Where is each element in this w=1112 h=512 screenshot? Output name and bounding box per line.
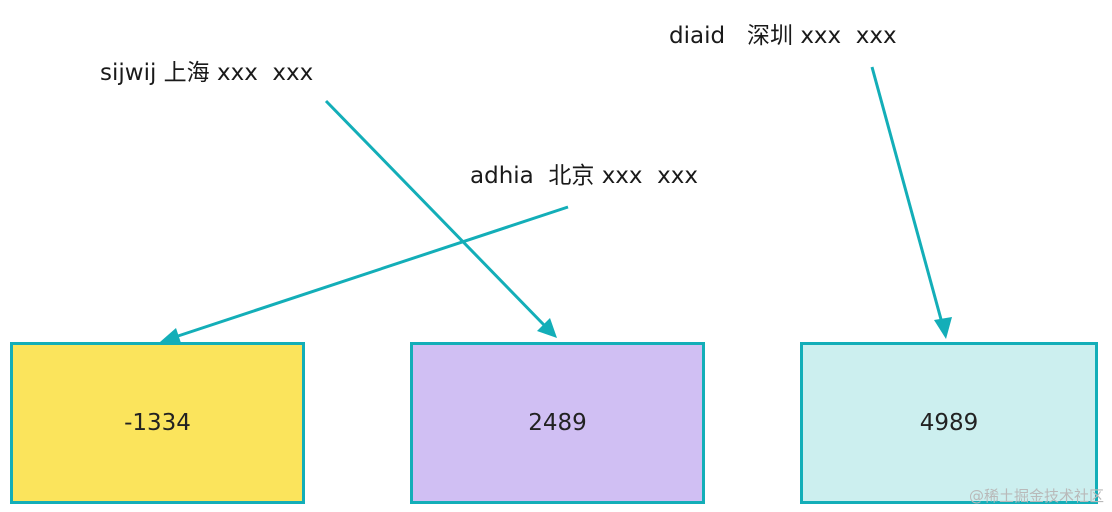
box-cyan-value: 4989 xyxy=(919,410,979,436)
label-adhia-beijing: adhia 北京 xxx xxx xyxy=(470,163,698,189)
box-purple-value: 2489 xyxy=(528,410,587,436)
arrow-adhia-to-yellow xyxy=(160,205,569,343)
arrow-diaid-to-cyan xyxy=(870,66,952,339)
label-sijwij-shanghai: sijwij 上海 xxx xxx xyxy=(100,60,314,86)
box-yellow: -1334 xyxy=(10,342,305,504)
box-cyan: 4989 xyxy=(800,342,1098,504)
arrow-sijwij-to-purple xyxy=(324,99,557,338)
box-yellow-value: -1334 xyxy=(124,410,191,436)
label-diaid-shenzhen: diaid 深圳 xxx xxx xyxy=(669,23,897,49)
box-purple: 2489 xyxy=(410,342,705,504)
watermark: @稀土掘金技术社区 xyxy=(968,487,1104,505)
